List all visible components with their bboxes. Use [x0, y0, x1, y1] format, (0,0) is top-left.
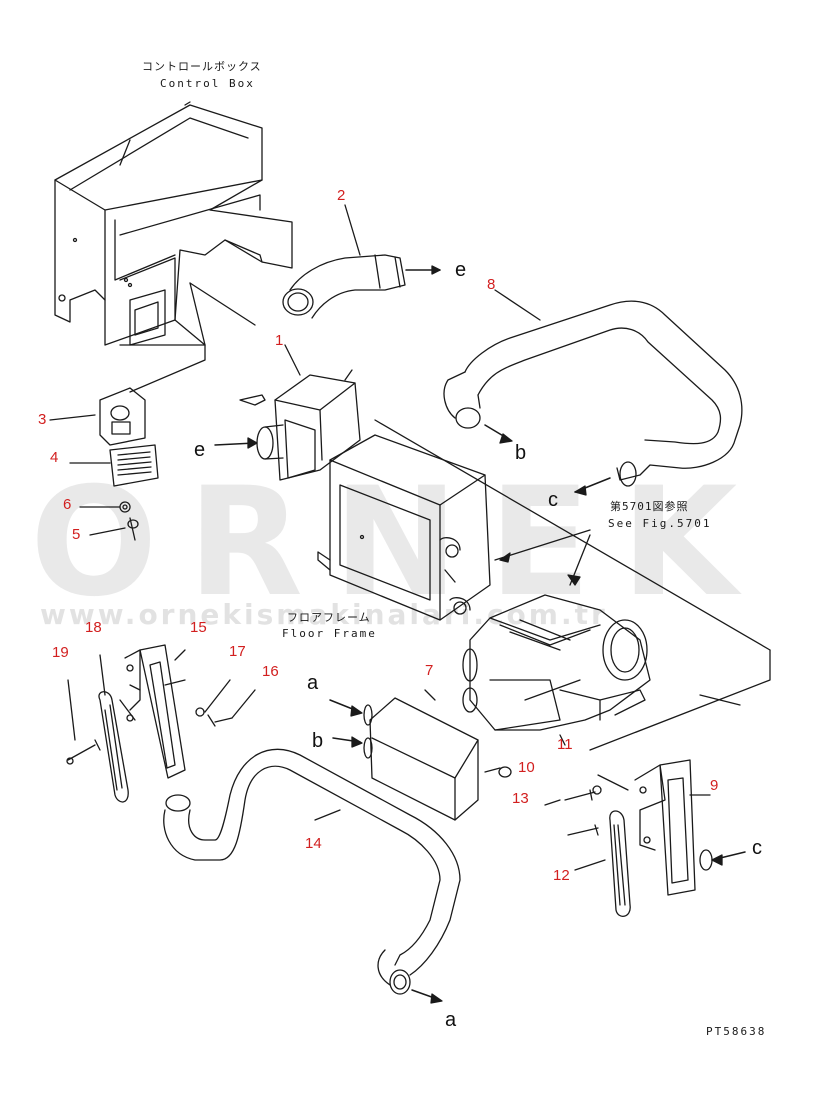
connection-c-lower: c — [752, 837, 762, 859]
part-number-11: 11 — [557, 736, 573, 753]
part-number-18: 18 — [85, 619, 102, 636]
part-number-13: 13 — [512, 790, 529, 807]
part-number-2: 2 — [337, 187, 346, 204]
part-number-5: 5 — [72, 526, 81, 543]
part-number-7: 7 — [425, 662, 434, 679]
louver-18-drawing — [99, 655, 128, 802]
grille-4-drawing — [70, 445, 158, 540]
part-number-9: 9 — [710, 777, 719, 794]
part-number-6: 6 — [63, 496, 72, 513]
hose-14-drawing — [164, 749, 460, 1003]
connection-b-upper: b — [515, 442, 527, 464]
control-box-jp-label: コントロールボックス — [142, 60, 262, 73]
part-number-12: 12 — [553, 867, 570, 884]
louver-12-drawing — [575, 811, 630, 916]
part-number-1: 1 — [275, 332, 284, 349]
floor-frame-jp-label: フロアフレーム — [287, 611, 371, 624]
duct-1-drawing — [215, 345, 360, 480]
part-number-14: 14 — [305, 835, 322, 852]
fasteners-left-drawing — [67, 680, 255, 764]
see-fig-en-label: See Fig.5701 — [608, 517, 712, 530]
leader-lines — [120, 140, 455, 582]
control-box-drawing — [55, 102, 292, 392]
connection-a-upper: a — [307, 672, 319, 694]
junction-box-7-drawing — [330, 690, 511, 820]
see-fig-jp-label: 第5701図参照 — [610, 500, 689, 513]
part-number-15: 15 — [190, 619, 207, 636]
part-number-17: 17 — [229, 643, 246, 660]
grille-9-drawing — [635, 760, 745, 895]
connection-c-upper: c — [548, 489, 558, 511]
part-number-4: 4 — [50, 449, 59, 466]
connection-b-lower: b — [312, 730, 324, 752]
fasteners-right-drawing — [545, 775, 628, 835]
part-number-10: 10 — [518, 759, 535, 776]
watermark-brand: ORNEK — [30, 456, 768, 630]
hose-2-drawing — [283, 205, 440, 318]
part-number-8: 8 — [487, 276, 496, 293]
connection-a-lower: a — [445, 1009, 457, 1031]
heater-box-drawing — [318, 420, 770, 750]
connection-e-upper: e — [455, 259, 467, 281]
grille-15-drawing — [120, 645, 185, 778]
hose-8-drawing — [444, 290, 742, 495]
control-box-en-label: Control Box — [160, 77, 255, 90]
part-number-3: 3 — [38, 411, 47, 428]
floor-frame-en-label: Floor Frame — [282, 627, 377, 640]
plate-3-drawing — [50, 388, 145, 445]
part-number-16: 16 — [262, 663, 279, 680]
drawing-id-label: PT58638 — [706, 1025, 767, 1038]
part-number-19: 19 — [52, 644, 69, 661]
blower-11-drawing — [463, 595, 740, 745]
connection-e-lower: e — [194, 439, 206, 461]
